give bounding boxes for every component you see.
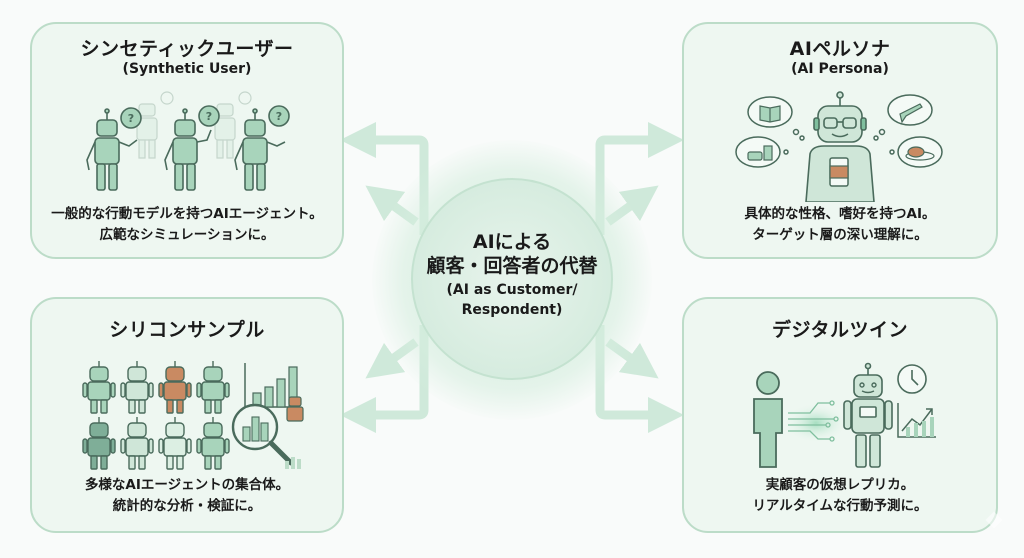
bar-chart-bar xyxy=(264,386,274,408)
magnifier-bar xyxy=(242,426,251,442)
robot-icon xyxy=(82,417,116,470)
card-description-line2: 広範なシミュレーションに。 xyxy=(99,227,275,243)
robot-icon xyxy=(158,417,192,470)
card-description-line2: リアルタイムな行動予測に。 xyxy=(752,498,928,514)
card-description-line1: 実顧客の仮想レプリカ。 xyxy=(765,477,915,493)
clock-icon xyxy=(897,364,927,394)
card-description-line1: 多様なAIエージェントの集合体。 xyxy=(84,477,290,493)
card-title: AIペルソナ xyxy=(789,38,891,60)
robot-crowd-with-analytics-icon xyxy=(32,357,342,475)
robot-icon xyxy=(120,417,154,470)
arrow-elbow-top-left xyxy=(340,122,429,235)
arrow-elbow-bottom-left xyxy=(340,325,429,433)
card-synthetic-user: シンセティックユーザー (Synthetic User) xyxy=(30,22,344,259)
robot-icon xyxy=(82,361,116,414)
center-subtitle-line1: (AI as Customer/ xyxy=(446,282,578,298)
svg-text:?: ? xyxy=(206,110,212,123)
arrow-elbow-bottom-right xyxy=(595,325,684,433)
robot-icon xyxy=(158,361,192,414)
robot-icon xyxy=(286,396,304,422)
card-description: 具体的な性格、嗜好を持つAI。 ターゲット層の深い理解に。 xyxy=(684,204,996,246)
card-digital-twin: デジタルツイン xyxy=(682,297,998,533)
robot-icon xyxy=(196,417,230,470)
card-ai-persona: AIペルソナ (AI Persona) xyxy=(682,22,998,259)
card-subtitle: (AI Persona) xyxy=(791,61,889,77)
card-title: シリコンサンプル xyxy=(109,319,265,341)
faded-bar xyxy=(285,461,289,469)
bar-chart-bar xyxy=(276,378,286,408)
arrow-elbow-top-right xyxy=(595,122,684,235)
card-title: シンセティックユーザー xyxy=(80,38,294,60)
card-description-line1: 具体的な性格、嗜好を持つAI。 xyxy=(744,206,936,222)
magnifier-handle xyxy=(268,440,294,466)
center-title-line1: AIによる xyxy=(472,231,552,253)
robot-icon xyxy=(196,361,230,414)
robots-with-question-bubbles-icon: ? ? ? xyxy=(32,90,342,200)
magnifier-bar xyxy=(251,416,260,442)
robot-with-preferences-icon xyxy=(684,90,996,202)
center-subtitle-line2: Respondent) xyxy=(461,302,563,318)
card-description: 実顧客の仮想レプリカ。 リアルタイムな行動予測に。 xyxy=(684,475,996,517)
card-description-line1: 一般的な行動モデルを持つAIエージェント。 xyxy=(51,206,323,222)
card-description-line2: 統計的な分析・検証に。 xyxy=(112,498,262,514)
robot-icon xyxy=(120,361,154,414)
card-description: 一般的な行動モデルを持つAIエージェント。 広範なシミュレーションに。 xyxy=(32,204,342,246)
card-subtitle: (Synthetic User) xyxy=(122,61,252,77)
human-to-robot-twin-icon xyxy=(684,361,996,473)
faded-bar xyxy=(297,459,301,469)
card-title: デジタルツイン xyxy=(771,319,909,341)
data-stream-icon xyxy=(788,400,839,442)
human-figure-icon xyxy=(753,371,783,468)
card-description-line2: ターゲット層の深い理解に。 xyxy=(752,227,928,243)
card-silicon-sample: シリコンサンプル 多様なAIエージェントの集合体。 統計的な分析・検証に。 xyxy=(30,297,344,533)
center-hub: AIによる 顧客・回答者の代替 (AI as Customer/ Respond… xyxy=(411,178,613,380)
center-title-line2: 顧客・回答者の代替 xyxy=(426,255,598,277)
faded-bar xyxy=(291,457,295,469)
card-description: 多様なAIエージェントの集合体。 統計的な分析・検証に。 xyxy=(32,475,342,517)
magnifier-bar xyxy=(260,422,269,442)
robot-twin-icon xyxy=(843,362,893,468)
svg-text:?: ? xyxy=(276,110,282,123)
svg-text:?: ? xyxy=(128,112,134,125)
